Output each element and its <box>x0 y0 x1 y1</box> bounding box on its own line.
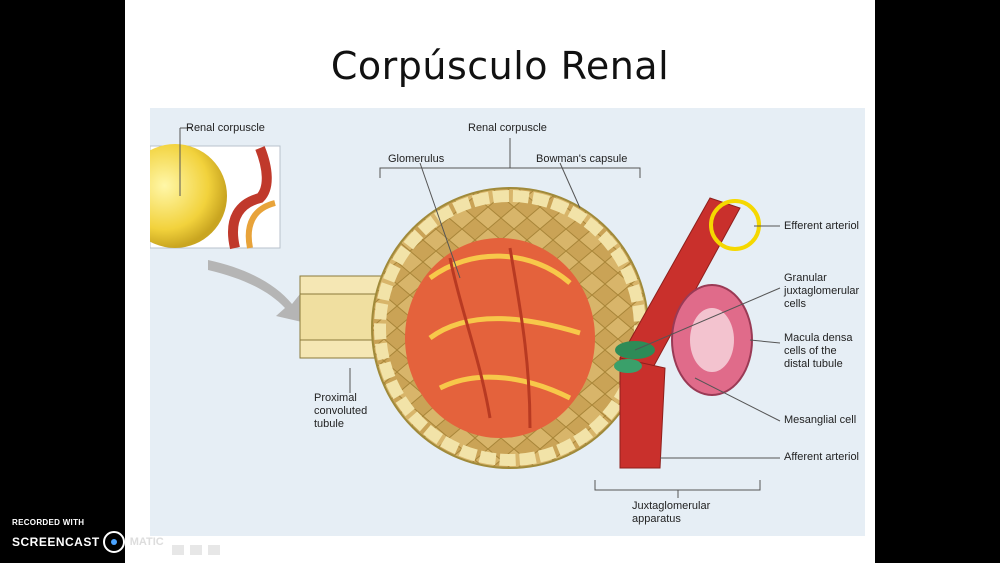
arterioles <box>619 197 741 469</box>
label-renal-corpuscle: Renal corpuscle <box>468 122 547 134</box>
renal-corpuscle-illustration <box>150 127 781 498</box>
watermark-logo-row: SCREENCAST MATIC <box>12 531 164 553</box>
label-juxtaglomerular-apparatus: Juxtaglomerular apparatus <box>632 500 711 525</box>
distal-tubule <box>671 284 753 396</box>
screencast-watermark: RECORDED WITH SCREENCAST MATIC <box>12 518 220 555</box>
label-macula-densa: Macula densa cells of the distal tubule <box>784 332 853 370</box>
pointer-arrow <box>208 260 302 322</box>
watermark-line1: RECORDED WITH <box>12 518 85 527</box>
label-glomerulus: Glomerulus <box>388 153 445 165</box>
label-bowmans-capsule: Bowman's capsule <box>536 153 628 165</box>
inset-sphere <box>150 144 227 248</box>
label-proximal-tubule: Proximal convoluted tubule <box>314 392 368 430</box>
leader-lines <box>179 127 781 498</box>
inset-box <box>150 144 281 250</box>
slide-title: Corpúsculo Renal <box>330 44 670 88</box>
watermark-line3: MATIC <box>129 536 164 548</box>
label-granular-cells: Granular juxtaglomerular cells <box>784 272 860 310</box>
watermark-line2: SCREENCAST <box>12 535 100 549</box>
label-efferent-arteriole: Efferent arteriol <box>784 220 860 232</box>
record-icon <box>102 531 125 553</box>
cursor-highlight-ring <box>709 199 761 251</box>
label-mesanglial-cell: Mesanglial cell <box>784 414 857 426</box>
label-afferent-arteriole: Afferent arteriol <box>784 451 860 463</box>
renal-corpuscle-figure: Renal corpuscle Renal corpuscle Glomerul… <box>150 108 865 536</box>
glomerulus <box>405 238 595 438</box>
player-controls-icons <box>172 542 228 555</box>
label-renal-corpuscle-inset: Renal corpuscle <box>186 122 265 134</box>
